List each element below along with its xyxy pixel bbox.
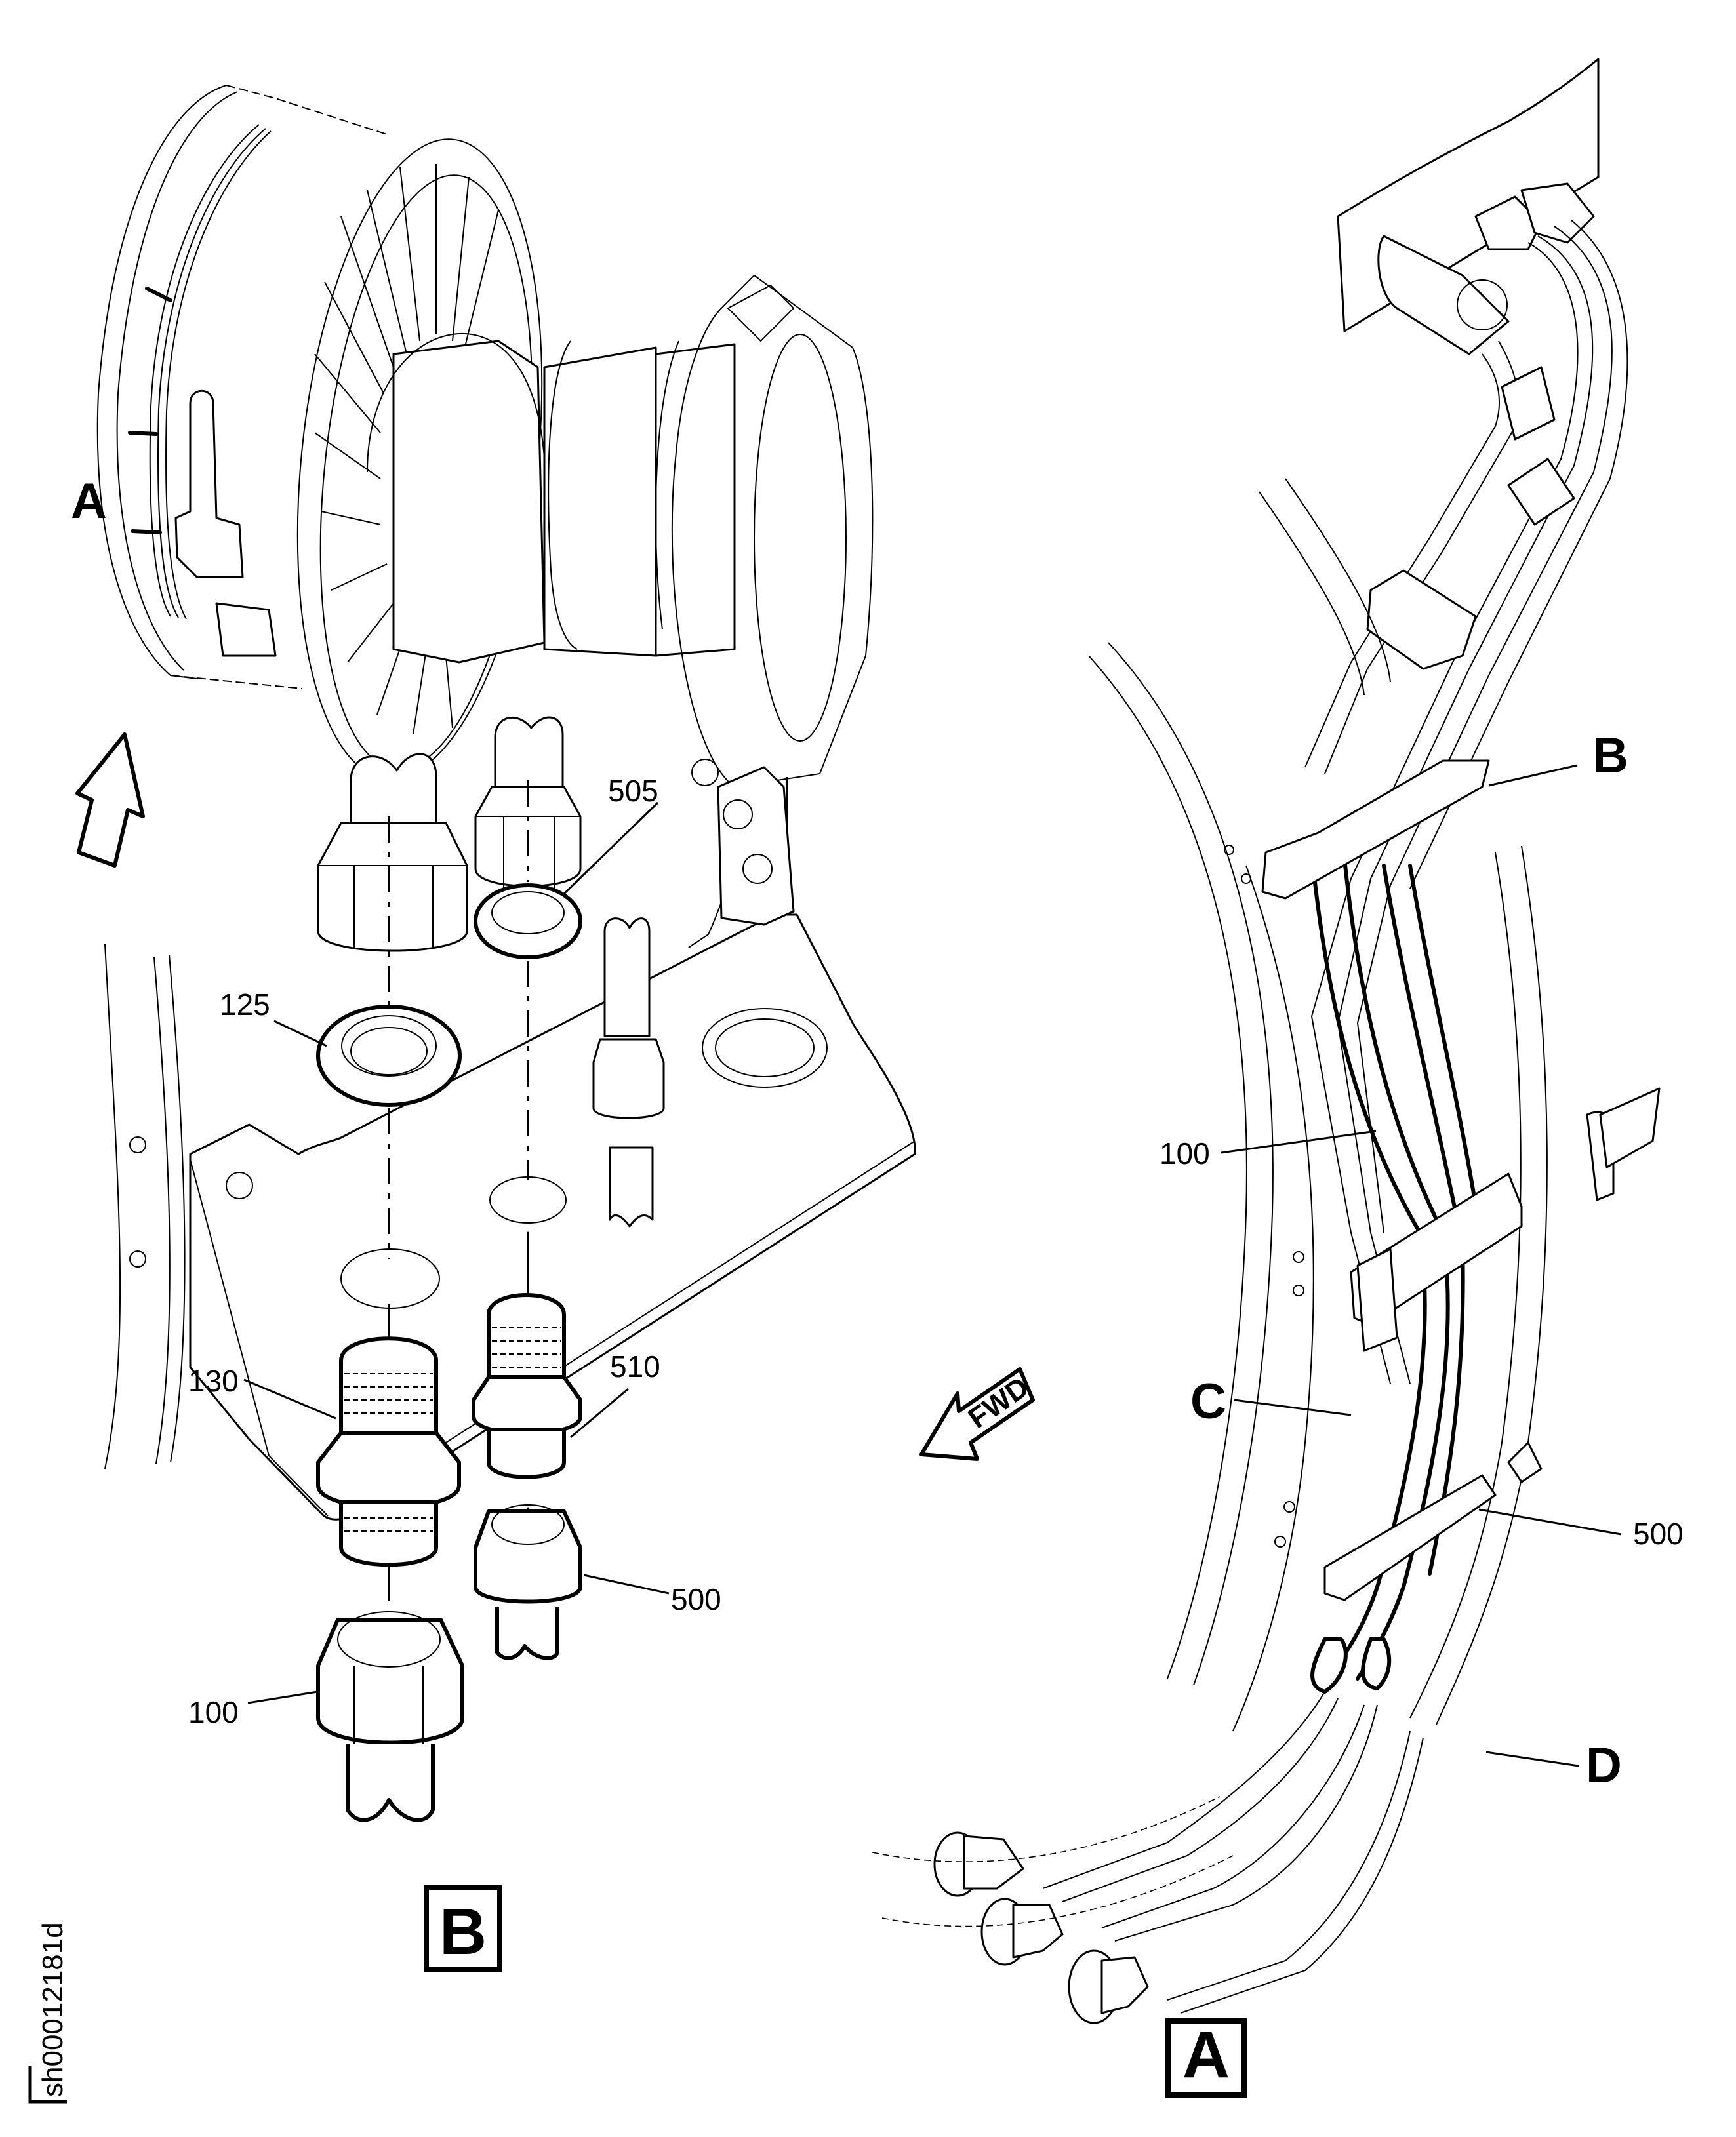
union-510 (487, 1293, 566, 1386)
bracket-hole (702, 1008, 828, 1088)
fan-blades (314, 164, 499, 735)
bolt-head (742, 854, 773, 884)
engine-frame-ring (1088, 478, 1548, 1732)
locknut-505 (474, 883, 582, 959)
bolt-head (723, 799, 753, 829)
callout-500: 500 (671, 1582, 721, 1616)
union-130 (339, 1336, 438, 1441)
b-nut-500 (474, 1509, 582, 1604)
view-a-arrow-icon (75, 732, 145, 868)
leader-510 (570, 1388, 629, 1439)
engine-locator-sketch: A (71, 85, 874, 868)
tube-clamp (1366, 569, 1477, 670)
leader-c (1234, 1399, 1352, 1416)
leader-500-view-a (1478, 1508, 1622, 1536)
tube-clamp (1507, 458, 1575, 526)
view-a-arrow-label: A (71, 473, 107, 529)
tube-stub (494, 716, 564, 798)
bracket-b (1261, 759, 1490, 900)
tube-stub (350, 753, 437, 834)
fwd-arrow-icon (919, 1367, 1035, 1461)
callout-100: 100 (188, 1695, 239, 1729)
clamp-mark (145, 287, 172, 302)
view-b-detail: 505 125 510 130 500 100 B (104, 716, 916, 1972)
callout-505: 505 (608, 774, 658, 808)
engine-core (392, 340, 546, 664)
panel-fitting (1377, 235, 1510, 355)
forward-direction-indicator: FWD (919, 1367, 1035, 1461)
locknut-125 (316, 1005, 462, 1107)
leader-125 (273, 1020, 327, 1047)
leader-100 (247, 1690, 318, 1704)
leader-b (1488, 764, 1578, 787)
callout-130: 130 (188, 1364, 239, 1398)
exhaust-opening (754, 334, 847, 742)
leader-500 (583, 1574, 670, 1595)
leader-d (1485, 1751, 1579, 1767)
detail-callout-d: D (1586, 1738, 1622, 1793)
view-a-detail: B 100 C 500 D A (872, 58, 1684, 2098)
exhaust-nozzle (671, 274, 874, 788)
tube-stub (603, 917, 651, 1037)
b-nut-large (317, 822, 468, 952)
leader-505 (561, 801, 659, 897)
b-nut-100 (316, 1618, 464, 1745)
detail-callout-b: B (1592, 728, 1628, 784)
view-a-label-box (1165, 2018, 1247, 2098)
bolt-head (691, 759, 719, 786)
lower-hose (1042, 1691, 1325, 1889)
leader-130 (243, 1378, 336, 1420)
union-fitting (592, 1038, 665, 1119)
accessory-unit (174, 389, 244, 578)
callout-510: 510 (610, 1349, 660, 1384)
bracket-d (1323, 1474, 1497, 1601)
view-b-label: B (439, 1895, 487, 1968)
leader-100-view-a (1221, 1130, 1377, 1154)
sheet-id-corner-mark (28, 2066, 67, 2104)
callout-500-view-a: 500 (1633, 1517, 1684, 1551)
detail-callout-c: C (1190, 1374, 1226, 1429)
sheet-id: sh00012181d (37, 1922, 69, 2097)
bolt-head (226, 1172, 253, 1199)
sheet-identifier: sh00012181d (28, 1922, 69, 2104)
callout-100-view-a: 100 (1160, 1136, 1210, 1170)
view-a-label: A (1182, 2018, 1230, 2092)
bracket-hole (340, 1248, 440, 1309)
view-b-label-box (424, 1885, 502, 1972)
tube-clamp (1501, 366, 1556, 441)
callout-125: 125 (220, 988, 270, 1022)
hose-100 (1310, 850, 1427, 1681)
inlet-cowl-outline (96, 85, 227, 679)
